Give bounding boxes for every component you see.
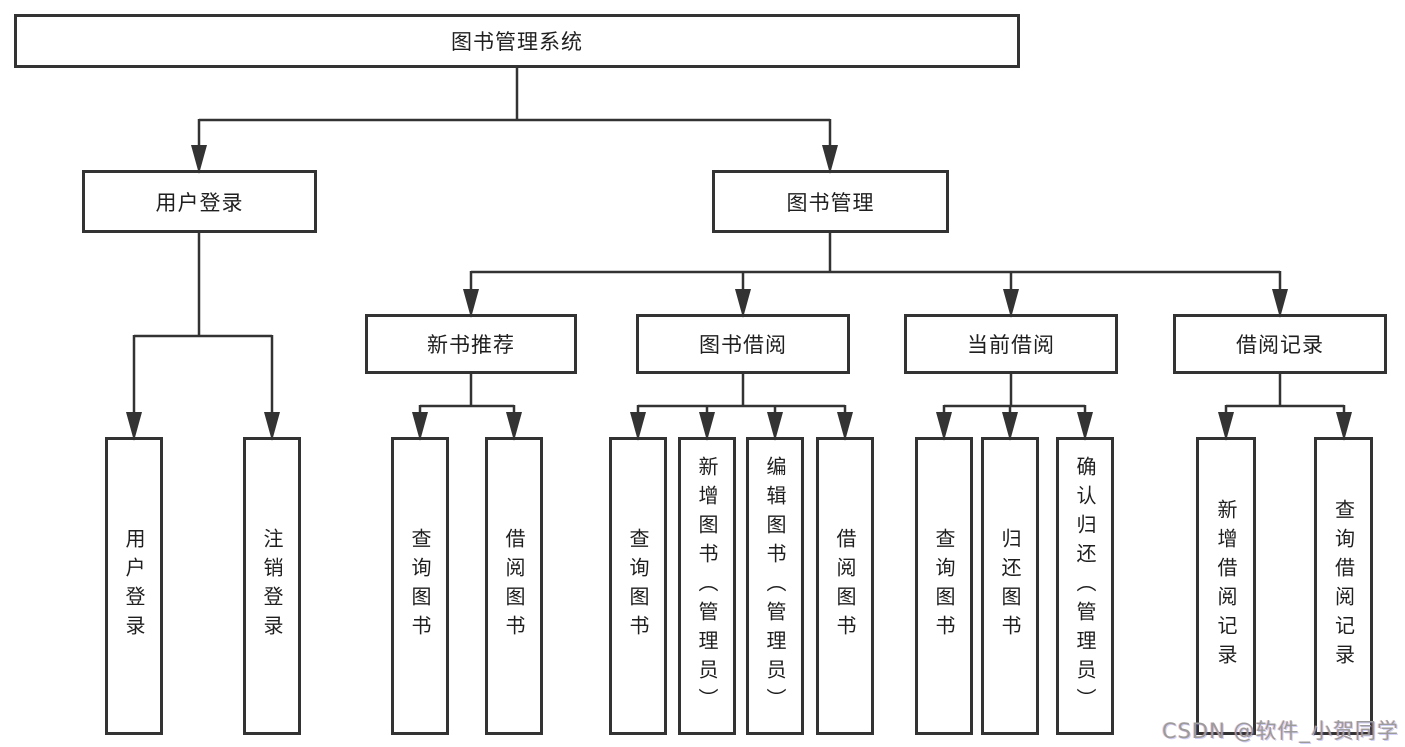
leaf-label: 查询图书 <box>408 528 432 644</box>
leaf-confirm-return-admin: 确认归还（管理员） <box>1056 437 1114 735</box>
leaf-borrow-books-borrowing: 借阅图书 <box>816 437 874 735</box>
node-label: 借阅记录 <box>1236 333 1324 357</box>
leaf-label: 编辑图书（管理员） <box>763 455 787 717</box>
leaf-label: 归还图书 <box>998 528 1022 644</box>
node-user-login: 用户登录 <box>82 170 317 233</box>
leaf-label: 查询图书 <box>932 528 956 644</box>
node-current-borrowing: 当前借阅 <box>904 314 1118 374</box>
node-label: 当前借阅 <box>967 333 1055 357</box>
node-label: 图书管理系统 <box>451 30 583 54</box>
leaf-query-books-borrowing: 查询图书 <box>609 437 667 735</box>
leaf-borrow-books-recommend: 借阅图书 <box>485 437 543 735</box>
node-label: 新书推荐 <box>427 333 515 357</box>
leaf-return-book: 归还图书 <box>981 437 1039 735</box>
node-new-book-recommendation: 新书推荐 <box>365 314 577 374</box>
leaf-label: 确认归还（管理员） <box>1073 455 1097 717</box>
leaf-label: 新增图书（管理员） <box>695 455 719 717</box>
leaf-query-books-current: 查询图书 <box>915 437 973 735</box>
leaf-query-books-recommend: 查询图书 <box>391 437 449 735</box>
leaf-logout: 注销登录 <box>243 437 301 735</box>
node-label: 图书管理 <box>786 190 875 215</box>
leaf-label: 查询图书 <box>626 528 650 644</box>
leaf-edit-book-admin: 编辑图书（管理员） <box>746 437 804 735</box>
node-label: 图书借阅 <box>699 333 787 357</box>
leaf-user-login: 用户登录 <box>105 437 163 735</box>
leaf-label: 查询借阅记录 <box>1331 499 1356 673</box>
tree-edges <box>132 67 1346 433</box>
leaf-label: 借阅图书 <box>833 528 857 644</box>
leaf-label: 用户登录 <box>122 528 146 644</box>
node-library-management-system: 图书管理系统 <box>14 14 1020 68</box>
node-borrowing-records: 借阅记录 <box>1173 314 1387 374</box>
leaf-label: 注销登录 <box>260 528 284 644</box>
node-label: 用户登录 <box>155 190 244 215</box>
leaf-add-borrow-record: 新增借阅记录 <box>1196 437 1256 735</box>
leaf-label: 新增借阅记录 <box>1214 499 1238 673</box>
node-book-borrowing: 图书借阅 <box>636 314 850 374</box>
leaf-add-book-admin: 新增图书（管理员） <box>678 437 736 735</box>
node-book-management: 图书管理 <box>712 170 949 233</box>
watermark-text: CSDN @软件_小贺同学 <box>1161 719 1399 743</box>
leaf-label: 借阅图书 <box>502 528 526 644</box>
leaf-query-borrow-record: 查询借阅记录 <box>1314 437 1373 735</box>
